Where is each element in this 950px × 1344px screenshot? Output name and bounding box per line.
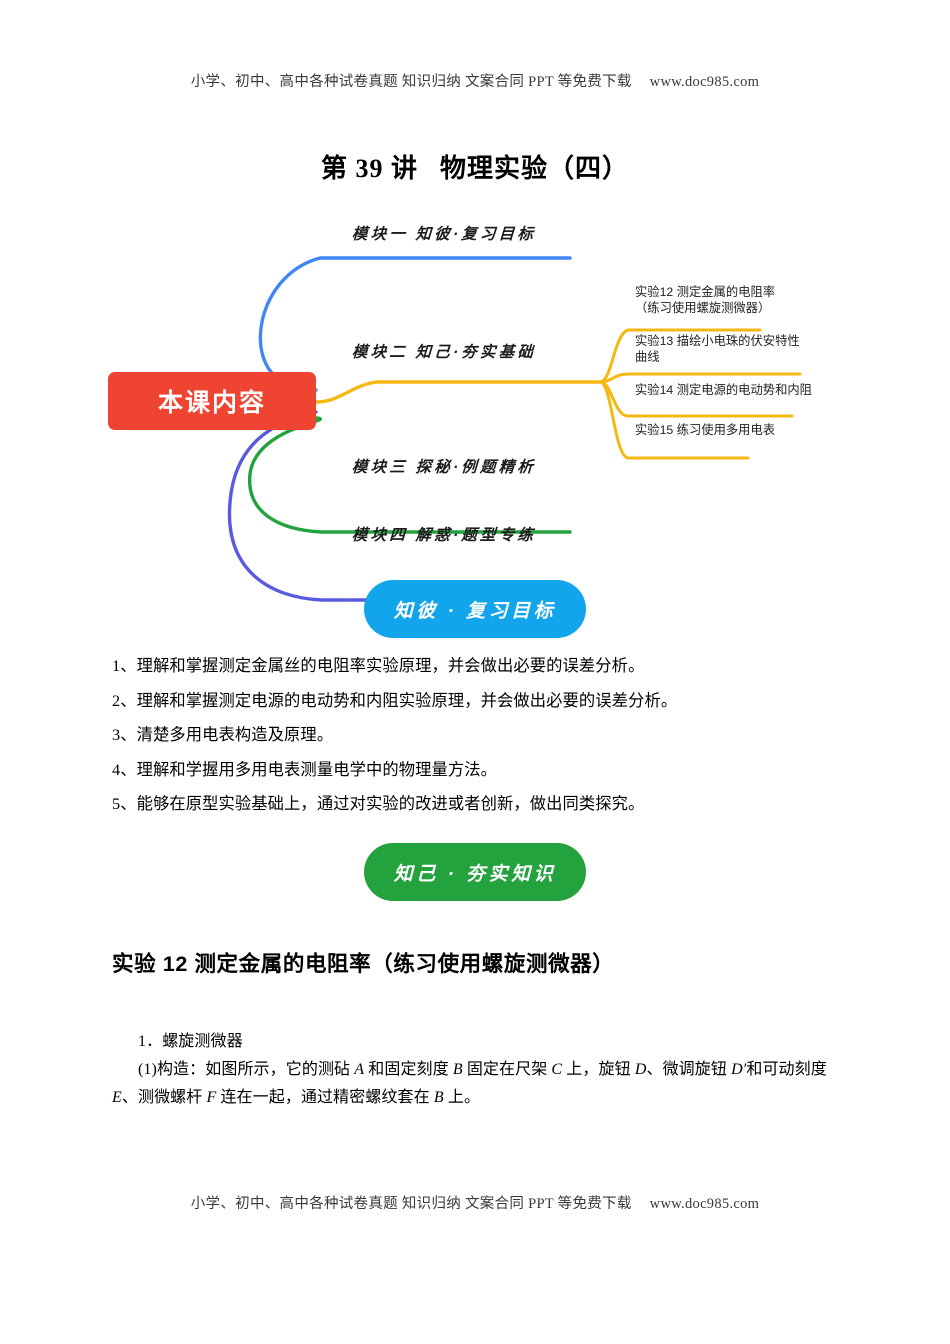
- mindmap-sub-item-4: 实验15 练习使用多用电表: [635, 423, 776, 437]
- mindmap-sub-item-1: 实验12 测定金属的电阻率 （练习使用螺旋测微器）: [635, 285, 776, 315]
- section-pill-objectives-label: 知彼 · 复习目标: [393, 600, 557, 622]
- objectives-list: 1、理解和掌握测定金属丝的电阻率实验原理，并会做出必要的误差分析。 2、理解和掌…: [112, 657, 872, 830]
- branch-line-4: [227, 410, 572, 602]
- construction-text-a: (1)构造：如图所示，它的测砧: [138, 1061, 355, 1078]
- running-header: 小学、初中、高中各种试卷真题 知识归纳 文案合同 PPT 等免费下载 www.do…: [0, 70, 950, 91]
- symbol-B-2: B: [433, 1089, 444, 1106]
- construction-text-b: 和固定刻度: [364, 1061, 453, 1078]
- mindmap-center-node: 本课内容: [108, 372, 316, 430]
- running-footer-text: 小学、初中、高中各种试卷真题 知识归纳 文案合同 PPT 等免费下载: [190, 1196, 632, 1212]
- construction-text-c: 固定在尺架: [462, 1061, 552, 1078]
- page-title-lecture: 第 39 讲: [320, 154, 418, 183]
- mindmap-branch-label-2: 模块二 知己·夯实基础: [351, 344, 537, 361]
- list-item: 4、理解和学握用多用电表测量电学中的物理量方法。: [112, 759, 498, 779]
- mindmap-connectors: [227, 256, 802, 602]
- symbol-A: A: [354, 1061, 365, 1078]
- symbol-C: C: [551, 1061, 563, 1078]
- section-pill-foundation: 知己 · 夯实知识: [364, 843, 586, 901]
- experiment-body: 1．螺旋测微器 (1)构造：如图所示，它的测砧 A 和固定刻度 B 固定在尺架 …: [112, 1028, 847, 1112]
- page-title: 第 39 讲物理实验（四）: [0, 148, 950, 185]
- section-pill-objectives: 知彼 · 复习目标: [364, 580, 586, 638]
- construction-text-f: 和可动刻: [746, 1061, 811, 1078]
- construction-text-g: 度: [810, 1061, 827, 1078]
- symbol-D-prime: D′: [731, 1061, 747, 1078]
- running-header-url: www.doc985.com: [649, 74, 760, 90]
- branch-line-1: [258, 256, 572, 392]
- construction-text-h: 、测微螺杆: [121, 1089, 207, 1106]
- branch-line-2: [314, 380, 572, 404]
- mindmap-sub-item-3: 实验14 测定电源的电动势和内阻: [635, 383, 812, 397]
- symbol-B: B: [452, 1061, 463, 1078]
- list-item: 1、理解和掌握测定金属丝的电阻率实验原理，并会做出必要的误差分析。: [112, 656, 645, 675]
- running-footer: 小学、初中、高中各种试卷真题 知识归纳 文案合同 PPT 等免费下载 www.do…: [0, 1192, 950, 1213]
- section-pill-foundation-label: 知己 · 夯实知识: [393, 863, 557, 885]
- mindmap-branch-label-1: 模块一 知彼·复习目标: [351, 226, 537, 243]
- experiment-heading: 实验 12 测定金属的电阻率（练习使用螺旋测微器）: [112, 952, 615, 976]
- mindmap-sub-item-2: 实验13 描绘小电珠的伏安特性 曲线: [635, 334, 800, 364]
- mindmap-figure: 本课内容 模块一 知彼·复习目标 模块二 知己·夯实基础 模块三 探秘·例题精析…: [100, 212, 860, 632]
- symbol-F: F: [206, 1089, 217, 1106]
- construction-text-e: 、微调旋钮: [646, 1061, 732, 1078]
- construction-text-d: 上，旋钮: [562, 1061, 635, 1078]
- experiment-construction-paragraph: (1)构造：如图所示，它的测砧 A 和固定刻度 B 固定在尺架 C 上，旋钮 D…: [112, 1056, 847, 1112]
- construction-text-j: 上。: [443, 1089, 481, 1106]
- running-footer-url: www.doc985.com: [649, 1196, 760, 1212]
- symbol-E: E: [112, 1089, 122, 1106]
- experiment-item-1: 1．螺旋测微器: [138, 1033, 243, 1050]
- mindmap-branch-label-3: 模块三 探秘·例题精析: [351, 459, 537, 476]
- list-item: 3、清楚多用电表构造及原理。: [112, 725, 334, 744]
- running-header-text: 小学、初中、高中各种试卷真题 知识归纳 文案合同 PPT 等免费下载: [190, 74, 632, 90]
- mindmap-branch-label-4: 模块四 解惑·题型专练: [351, 527, 537, 544]
- page-title-subject: 物理实验（四）: [440, 154, 630, 183]
- list-item: 5、能够在原型实验基础上，通过对实验的改进或者创新，做出同类探究。: [112, 794, 645, 813]
- construction-text-i: 连在一起，通过精密螺纹套在: [216, 1089, 434, 1106]
- sub-line-2: [598, 372, 802, 384]
- list-item: 2、理解和掌握测定电源的电动势和内阻实验原理，并会做出必要的误差分析。: [112, 690, 678, 710]
- mindmap-center-label: 本课内容: [157, 389, 266, 417]
- sub-line-4: [598, 380, 750, 460]
- symbol-D: D: [634, 1061, 647, 1078]
